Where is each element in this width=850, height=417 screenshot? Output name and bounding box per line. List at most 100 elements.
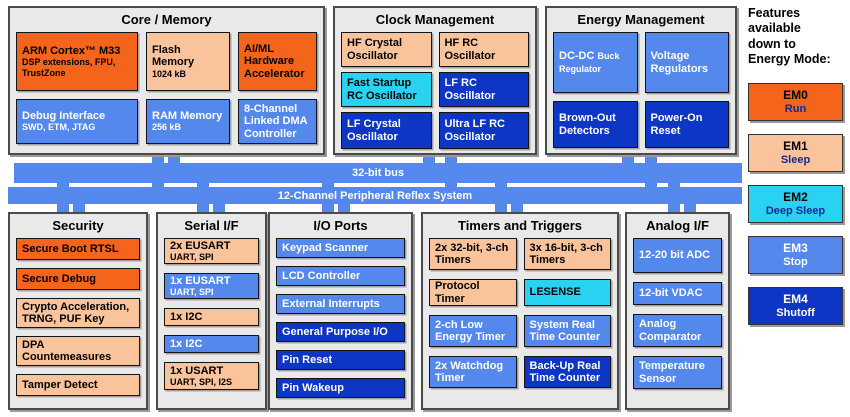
section-energy-management: Energy Management DC-DC Buck Regulator V…	[545, 6, 737, 155]
block-title: Voltage Regulators	[650, 50, 708, 75]
legend-em0: EM0 Run	[748, 83, 843, 121]
section-energy-title: Energy Management	[577, 12, 705, 27]
block-sub: 1024 kB	[152, 68, 187, 79]
block-voltage-regulators: Voltage Regulators	[644, 32, 729, 93]
block-fast-startup-rc-osc: Fast Startup RC Oscillator	[341, 72, 432, 107]
block-brown-out-detectors: Brown-Out Detectors	[553, 101, 638, 148]
section-serial-if: Serial I/F 2x EUSART UART, SPI 1x EUSART…	[156, 212, 267, 410]
section-analog-if: Analog I/F 12-20 bit ADC 12-bit VDAC Ana…	[625, 212, 730, 410]
block-dcdc-buck-regulator: DC-DC Buck Regulator	[553, 32, 638, 93]
connector-clock-bus	[423, 153, 435, 165]
block-title: 2x Watchdog Timer	[435, 359, 504, 384]
legend-em1: EM1 Sleep	[748, 134, 843, 172]
block-title: Crypto Acceleration, TRNG, PUF Key	[22, 300, 130, 325]
legend-em2-label: Deep Sleep	[765, 204, 826, 217]
block-title: Keypad Scanner	[282, 241, 369, 254]
block-dma-controller: 8-Channel Linked DMA Controller	[238, 99, 317, 144]
block-title: Back-Up Real Time Counter	[529, 359, 601, 384]
block-title: Secure Boot RTSL	[22, 242, 119, 255]
block-title: Pin Reset	[282, 353, 333, 366]
block-title: DC-DC	[559, 50, 595, 63]
section-core-memory-title: Core / Memory	[121, 12, 212, 27]
block-title: DPA Countemeasures	[22, 338, 112, 363]
legend-heading-line: Features	[748, 6, 801, 20]
block-title: RAM Memory	[152, 110, 223, 123]
block-3x-16bit-timers: 3x 16-bit, 3-ch Timers	[523, 238, 611, 270]
block-1x-i2c-a: 1x I2C	[164, 308, 259, 326]
legend-em3-label: Stop	[783, 255, 808, 268]
block-protocol-timer: Protocol Timer	[429, 279, 517, 306]
section-analog-title: Analog I/F	[646, 218, 709, 233]
block-external-interrupts: External Interrupts	[276, 294, 405, 314]
legend-em0-label: Run	[784, 102, 807, 115]
legend-em4-label: Shutoff	[776, 306, 815, 319]
block-hf-crystal-osc: HF Crystal Oscillator	[341, 32, 432, 67]
block-title: External Interrupts	[282, 297, 380, 310]
block-title: 2x EUSART	[170, 239, 231, 252]
block-keypad-scanner: Keypad Scanner	[276, 238, 405, 258]
legend-em4: EM4 Shutoff	[748, 287, 843, 325]
block-title: AI/ML Hardware Accelerator	[244, 43, 305, 80]
block-vdac: 12-bit VDAC	[633, 282, 722, 305]
block-sub: 256 kB	[152, 122, 182, 133]
block-title: 1x USART	[170, 364, 224, 377]
block-title: LESENSE	[529, 286, 581, 299]
section-io-title: I/O Ports	[313, 218, 368, 233]
block-power-on-reset: Power-On Reset	[644, 101, 729, 148]
block-pin-reset: Pin Reset	[276, 350, 405, 370]
legend-em2-id: EM2	[783, 189, 808, 204]
block-title: Protocol Timer	[435, 280, 480, 305]
block-title: LF RC Oscillator	[444, 77, 496, 102]
block-hf-rc-osc: HF RC Oscillator	[438, 32, 529, 67]
block-title: 2x 32-bit, 3-ch Timers	[435, 241, 509, 266]
block-lf-crystal-osc: LF Crystal Oscillator	[341, 112, 432, 149]
block-title: Power-On Reset	[650, 112, 703, 137]
bus-32bit-label: 32-bit bus	[352, 167, 404, 179]
section-clock-management: Clock Management HF Crystal Oscillator H…	[333, 6, 537, 155]
legend-em1-id: EM1	[783, 138, 808, 153]
bus-peripheral-reflex: 12-Channel Peripheral Reflex System	[8, 187, 742, 204]
legend-em2: EM2 Deep Sleep	[748, 185, 843, 223]
legend-em4-id: EM4	[783, 291, 808, 306]
connector-serial-prs	[213, 202, 225, 214]
block-title: 1x I2C	[170, 337, 203, 350]
legend-heading-line: Energy Mode:	[748, 51, 831, 66]
block-general-purpose-io: General Purpose I/O	[276, 322, 405, 342]
section-security-title: Security	[52, 218, 104, 233]
block-title: Flash Memory	[152, 44, 195, 69]
block-system-rtc: System Real Time Counter	[523, 315, 611, 347]
block-analog-comparator: Analog Comparator	[633, 314, 722, 347]
block-secure-debug: Secure Debug	[16, 268, 140, 290]
block-1x-eusart: 1x EUSART UART, SPI	[164, 273, 259, 299]
block-sub: UART, SPI, I2S	[170, 376, 233, 387]
block-title: Tamper Detect	[22, 378, 98, 391]
block-dpa-countermeasures: DPA Countemeasures	[16, 336, 140, 366]
legend-em3: EM3 Stop	[748, 236, 843, 274]
block-title: 3x 16-bit, 3-ch Timers	[529, 241, 603, 266]
block-crypto-acceleration: Crypto Acceleration, TRNG, PUF Key	[16, 298, 140, 328]
block-title: 8-Channel Linked DMA Controller	[244, 103, 308, 140]
section-security: Security Secure Boot RTSL Secure Debug C…	[8, 212, 148, 410]
block-backup-rtc: Back-Up Real Time Counter	[523, 356, 611, 388]
block-title: Ultra LF RC Oscillator	[444, 118, 506, 143]
block-title: 1x EUSART	[170, 274, 231, 287]
block-sub: SWD, ETM, JTAG	[22, 122, 96, 133]
block-low-energy-timer: 2-ch Low Energy Timer	[429, 315, 517, 347]
section-io-ports: I/O Ports Keypad Scanner LCD Controller …	[268, 212, 413, 410]
connector-security-prs	[73, 202, 85, 214]
block-1x-usart: 1x USART UART, SPI, I2S	[164, 362, 259, 390]
block-aiml-accelerator: AI/ML Hardware Accelerator	[238, 32, 317, 91]
block-adc: 12-20 bit ADC	[633, 238, 722, 273]
block-title: 1x I2C	[170, 310, 203, 323]
block-title: LF Crystal Oscillator	[347, 118, 401, 143]
block-secure-boot-rtsl: Secure Boot RTSL	[16, 238, 140, 260]
bus-peripheral-reflex-label: 12-Channel Peripheral Reflex System	[277, 189, 473, 202]
block-title: HF Crystal Oscillator	[347, 37, 403, 62]
section-clock-title: Clock Management	[375, 12, 495, 27]
block-title: 2-ch Low Energy Timer	[435, 318, 506, 343]
block-lesense: LESENSE	[523, 279, 611, 306]
block-1x-i2c-b: 1x I2C	[164, 335, 259, 353]
block-temperature-sensor: Temperature Sensor	[633, 356, 722, 389]
block-title: HF RC Oscillator	[444, 37, 496, 62]
block-ram-memory: RAM Memory 256 kB	[146, 99, 230, 144]
